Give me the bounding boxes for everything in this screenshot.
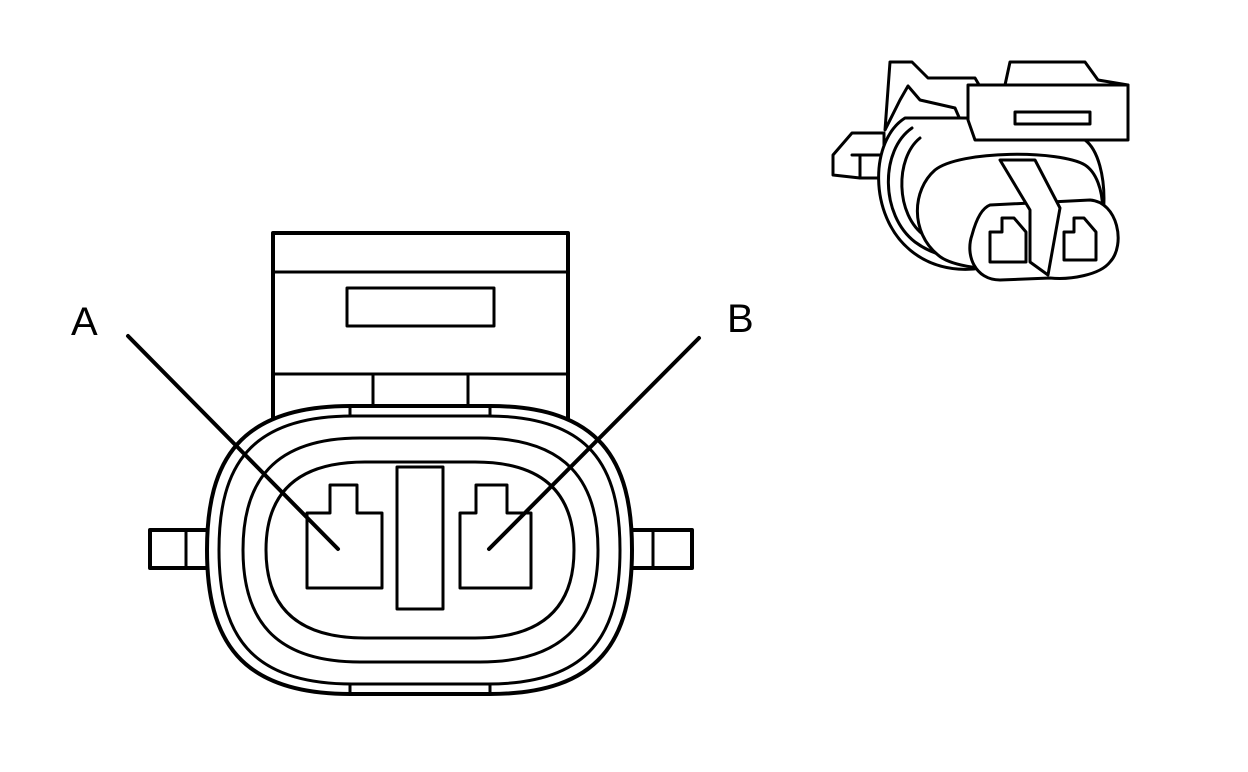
- terminal-label-b: B: [727, 297, 754, 341]
- terminal-cavity-a: [305, 483, 384, 590]
- leader-line-b: [487, 336, 701, 551]
- locking-tab: [271, 231, 570, 435]
- connector-face-view: A B: [71, 231, 754, 696]
- terminal-cavity-b: [458, 483, 533, 590]
- center-divider: [395, 465, 445, 611]
- terminal-label-a: A: [71, 300, 98, 344]
- connector-isometric-view: [831, 60, 1130, 282]
- outer-seal-ring: [241, 436, 600, 664]
- inner-seal-ring: [264, 460, 576, 640]
- lock-window: [345, 286, 496, 328]
- right-ear: [624, 528, 694, 570]
- left-ear: [148, 528, 214, 570]
- leader-line-a: [126, 334, 340, 551]
